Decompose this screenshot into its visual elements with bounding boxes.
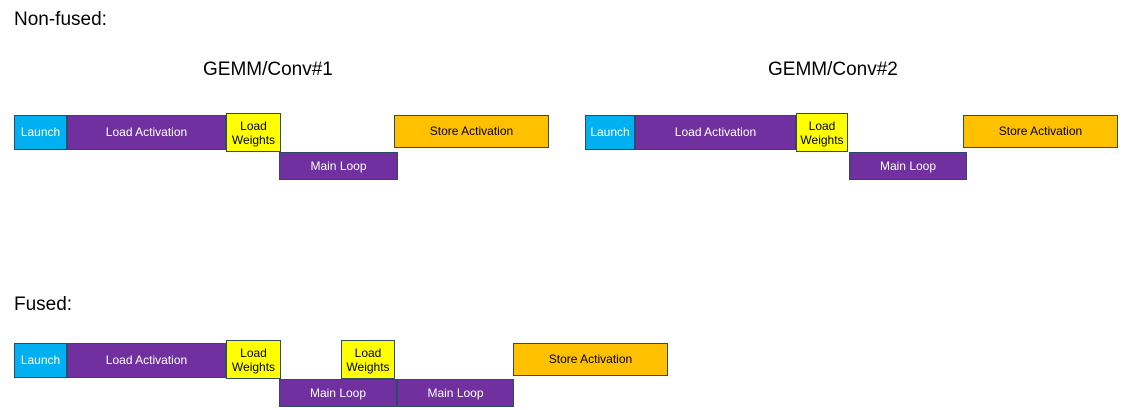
section-label-fused: Fused: [14, 294, 73, 315]
block-store-activation: Store Activation [963, 115, 1118, 148]
block-main-loop-2: Main Loop [397, 379, 514, 407]
block-main-loop: Main Loop [849, 152, 967, 180]
group-title-gemm-conv-2: GEMM/Conv#2 [768, 59, 898, 80]
block-load-activation: Load Activation [67, 115, 226, 150]
block-load-activation: Load Activation [635, 115, 796, 150]
block-load-weights-2: Load Weights [341, 340, 395, 379]
group-title-gemm-conv-1: GEMM/Conv#1 [203, 59, 333, 80]
block-load-weights-1: Load Weights [226, 340, 281, 379]
block-load-weights: Load Weights [226, 113, 281, 152]
block-store-activation: Store Activation [394, 115, 549, 148]
block-load-activation: Load Activation [67, 343, 226, 378]
section-label-non-fused: Non-fused: [14, 9, 107, 30]
block-load-weights: Load Weights [796, 113, 848, 152]
block-launch: Launch [14, 343, 67, 378]
block-main-loop: Main Loop [279, 152, 398, 180]
block-launch: Launch [585, 115, 635, 150]
block-launch: Launch [14, 115, 67, 150]
block-store-activation: Store Activation [513, 343, 668, 376]
block-main-loop-1: Main Loop [279, 379, 397, 407]
